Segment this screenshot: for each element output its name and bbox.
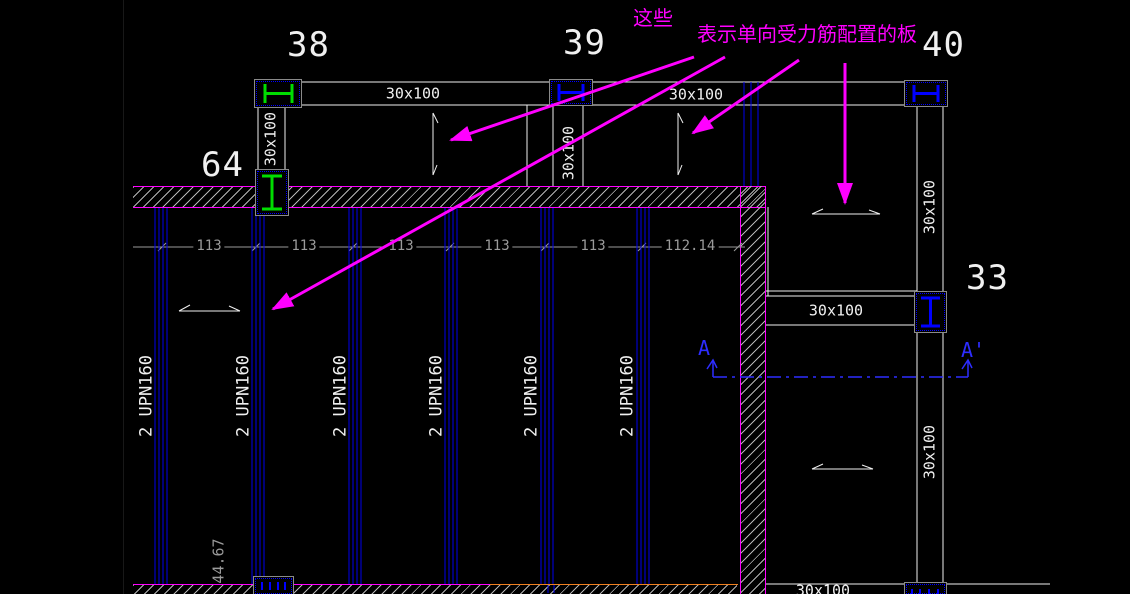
h-beam-symbol-blue	[912, 85, 940, 102]
joist-label: 2 UPN160	[426, 355, 447, 437]
beam-size-label-rotated: 30x100	[920, 179, 939, 235]
steel-connection-box	[253, 576, 294, 594]
grid-label-39: 39	[563, 23, 606, 63]
dimension-line	[133, 242, 745, 252]
joist-label: 2 UPN160	[136, 355, 157, 437]
steel-connection-box	[255, 169, 289, 216]
wall-edge-magenta-bottom	[133, 584, 490, 585]
annotation-note-these: 这些	[633, 6, 673, 30]
dimension-value: 113	[288, 239, 320, 253]
section-marker-a-prime: A'	[961, 338, 986, 362]
wall-hatch-bottom	[133, 585, 737, 594]
level-label: 44.67	[209, 538, 228, 584]
steel-connection-box	[904, 582, 947, 594]
joist-label: 2 UPN160	[521, 355, 542, 437]
h-beam-symbol-green	[263, 84, 294, 103]
beam-size-label-rotated: 30x100	[261, 111, 280, 167]
dimension-value: 112.14	[661, 239, 719, 253]
window-edge-divider	[123, 0, 124, 594]
wall-hatch-vertical	[740, 186, 766, 594]
joist-base-marks-blue	[261, 582, 286, 590]
column-base-marks-blue	[911, 589, 939, 594]
grid-label-33: 33	[966, 258, 1009, 298]
i-beam-symbol-blue	[921, 296, 940, 328]
beam-size-label-rotated: 30x100	[559, 125, 578, 181]
steel-connection-box	[549, 79, 593, 106]
i-beam-symbol-green	[262, 174, 282, 211]
beam-size-label: 30x100	[385, 84, 441, 103]
grid-label-64: 64	[201, 145, 244, 185]
joist-label: 2 UPN160	[617, 355, 638, 437]
beam-size-label: 30x100	[808, 301, 864, 320]
dimension-value: 113	[481, 239, 513, 253]
wall-hatch-horizontal	[133, 186, 765, 208]
joist-label: 2 UPN160	[233, 355, 254, 437]
annotation-note-slab: 表示单向受力筋配置的板	[697, 22, 917, 46]
beam-size-label: 30x100	[668, 85, 724, 104]
grid-label-40: 40	[922, 25, 965, 65]
steel-connection-box	[904, 80, 948, 107]
joist-label: 2 UPN160	[330, 355, 351, 437]
beam-size-label-rotated: 30x100	[920, 424, 939, 480]
dimension-value: 113	[193, 239, 225, 253]
dimension-value: 113	[577, 239, 609, 253]
grid-label-38: 38	[287, 25, 330, 65]
h-beam-symbol-blue	[557, 84, 585, 101]
beam-size-label: 30x100	[795, 581, 851, 594]
wall-edge-orange-bottom	[490, 584, 738, 585]
dimension-value: 113	[385, 239, 417, 253]
steel-connection-box	[254, 79, 302, 108]
steel-joist-lines	[154, 82, 759, 593]
steel-connection-box	[914, 291, 947, 333]
section-marker-a: A	[698, 336, 711, 360]
